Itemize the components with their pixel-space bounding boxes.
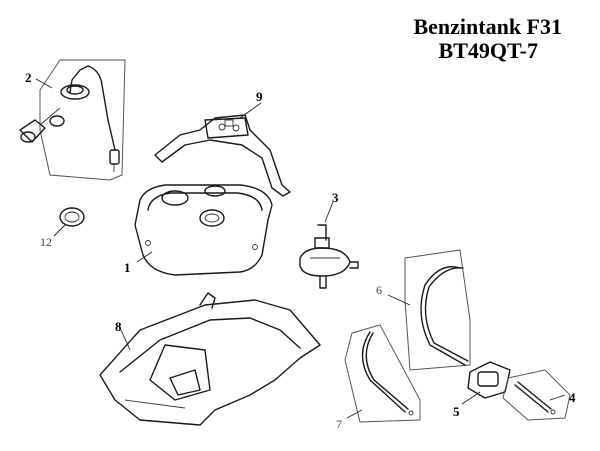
callout-12: 12 xyxy=(40,235,52,249)
callout-9: 9 xyxy=(256,89,263,104)
part-8-tank-cover xyxy=(99,292,321,426)
diagram-model-code: BT49QT-7 xyxy=(438,38,538,63)
callout-5: 5 xyxy=(453,404,460,419)
part-3-fuel-valve xyxy=(299,224,359,289)
callout-8: 8 xyxy=(115,319,122,334)
callout-7: 7 xyxy=(336,417,342,431)
callout-4: 4 xyxy=(569,390,576,405)
callout-3: 3 xyxy=(332,190,339,205)
callout-6: 6 xyxy=(376,283,382,297)
callout-2: 2 xyxy=(25,70,32,85)
part-2-fuel-sender xyxy=(19,59,126,181)
callout-labels: 1 2 3 4 5 6 7 8 9 12 xyxy=(25,70,576,431)
callout-1: 1 xyxy=(124,260,131,275)
part-7-fuel-hose xyxy=(344,324,421,423)
leader-lines xyxy=(35,78,566,419)
part-1-fuel-tank xyxy=(134,184,273,276)
part-12-cap-seal xyxy=(59,207,85,227)
part-6-fuel-hose xyxy=(404,249,471,371)
part-5-fuel-filter xyxy=(467,361,511,399)
part-4-short-hose xyxy=(502,369,571,421)
diagram-title: Benzintank F31 xyxy=(413,14,562,39)
part-9-tank-bracket xyxy=(154,114,291,197)
